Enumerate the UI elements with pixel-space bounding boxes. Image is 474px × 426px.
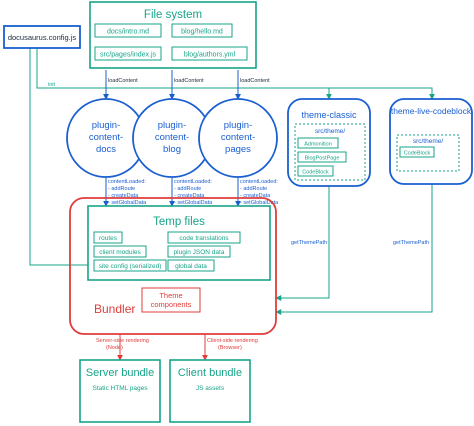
temp-file-label: global data [175,263,207,270]
theme-dir-box [396,134,460,172]
plugin-label-line: content- [221,132,255,143]
theme-title: theme-live-codeblock [391,106,472,116]
contentloaded-line: contentLoaded: [240,179,278,185]
plugin-label-line: plugin- [224,120,253,131]
client-bundle-subtitle: JS assets [196,385,225,392]
temp-file-label: code translations [179,235,229,242]
theme-component-label: CodeBlock [404,151,431,157]
theme-component-label: BlogPostPage [305,156,340,162]
client-bundle-title: Client bundle [178,367,242,379]
contentloaded-line: contentLoaded: [174,179,212,185]
temp-file-label: client modules [99,249,141,256]
file-system-box: File system docs/intro.md blog/hello.md … [89,1,257,69]
contentloaded-line: - addRoute [108,186,135,192]
contentloaded-label-pages: contentLoaded: - addRoute - createData -… [240,179,279,206]
get-theme-path-label-live: getThemePath [393,240,429,246]
temp-file-item [167,259,215,272]
init-line [36,48,435,100]
loadcontent-label-docs: loadContent [108,78,138,84]
theme-dir-label: src/theme/ [413,138,444,145]
plugin-label-line: docs [96,144,116,155]
loadcontent-label-pages: loadContent [240,78,270,84]
theme-live-codeblock-box: theme-live-codeblock src/theme/ CodeBloc… [389,98,473,185]
server-bundle-title: Server bundle [86,367,155,379]
plugin-label-line: plugin- [92,120,121,131]
file-item-label: src/pages/index.js [100,52,157,59]
temp-files-title: Temp files [153,216,205,228]
contentloaded-label-blog: contentLoaded: - addRoute - createData -… [174,179,213,206]
file-system-title: File system [144,9,202,21]
client-rendering-label-line: (Browser) [218,345,242,351]
temp-files-box: Temp files routes code translations clie… [87,205,271,281]
file-item [94,46,162,61]
server-rendering-label-line: Server-side rendering [96,338,149,344]
plugin-label-line: blog [163,144,181,155]
plugin-content-pages: plugin- content- pages [198,98,278,178]
contentloaded-line: - setGlobalData [108,200,147,206]
plugin-label-line: content- [155,132,189,143]
client-bundle-box: Client bundle JS assets [169,359,251,423]
temp-file-item [167,245,231,258]
theme-component-item [297,165,334,177]
plugin-label-line: pages [225,144,251,155]
temp-file-item [93,245,147,258]
temp-file-label: plugin JSON data [174,249,225,256]
config-label: docusaurus.config.js [8,33,77,42]
theme-component-item [399,146,435,158]
bundler-box: Bundler Theme components [69,197,277,335]
client-rendering-label-line: Client-side rendering [207,338,258,344]
contentloaded-line: contentLoaded: [108,179,146,185]
server-rendering-label-line: (Node) [106,345,123,351]
theme-components-box [141,287,201,313]
file-item-label: blog/authors.yml [184,52,236,59]
server-bundle-box: Server bundle Static HTML pages [79,359,161,423]
temp-file-label: site config (serialized) [99,263,162,270]
temp-file-item [93,231,123,244]
file-item [171,46,248,61]
theme-component-label: CodeBlock [302,170,329,176]
file-item [94,23,162,38]
contentloaded-line: - createData [108,193,139,199]
theme-classic-box: theme-classic src/theme/ Admonition Blog… [287,98,371,187]
contentloaded-line: - addRoute [240,186,267,192]
plugin-label-line: content- [89,132,123,143]
theme-live-path-line [275,184,433,315]
contentloaded-line: - setGlobalData [174,200,213,206]
theme-dir-label: src/theme/ [315,128,346,135]
theme-components-label-line: Theme [159,291,182,300]
file-item-label: blog/hello.md [181,29,223,36]
get-theme-path-label-classic: getThemePath [291,240,327,246]
init-label: init [48,82,56,88]
theme-component-label: Admonition [304,142,332,148]
temp-file-label: routes [99,235,118,242]
theme-title: theme-classic [301,110,357,120]
temp-file-item [93,259,167,272]
temp-file-item [167,231,241,244]
server-bundle-subtitle: Static HTML pages [92,385,148,392]
contentloaded-label-docs: contentLoaded: - addRoute - createData -… [108,179,147,206]
plugin-label-line: plugin- [158,120,187,131]
theme-components-label-line: components [151,300,192,309]
theme-component-item [297,151,347,163]
file-item-label: docs/intro.md [107,29,149,36]
bundler-label: Bundler [94,302,135,316]
file-item [171,23,233,38]
theme-classic-path-line [275,186,330,301]
theme-dir-box [294,123,366,181]
config-box: docusaurus.config.js [3,25,81,49]
loadcontent-label-blog: loadContent [174,78,204,84]
contentloaded-line: - createData [174,193,205,199]
contentloaded-line: - createData [240,193,271,199]
config-to-site-config-line [29,48,95,268]
theme-component-item [297,137,339,149]
contentloaded-line: - addRoute [174,186,201,192]
contentloaded-line: - setGlobalData [240,200,279,206]
